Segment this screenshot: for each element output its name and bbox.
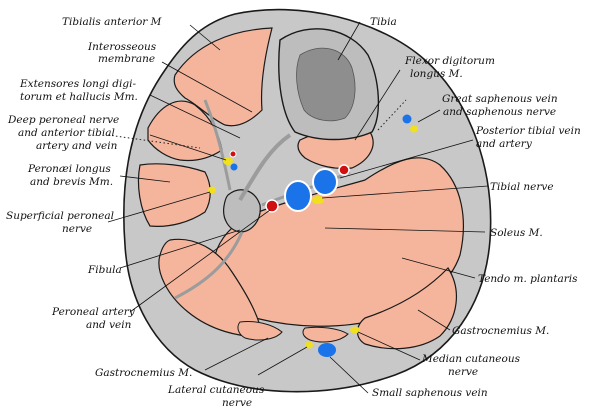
label-gastrocnemius-left: Gastrocnemius M. (95, 367, 192, 379)
label-tibia: Tibia (370, 16, 397, 28)
leader-tibia (337, 21, 361, 61)
leader-soleus (324, 227, 486, 233)
label-deep-peroneal-2: and anterior tibial (18, 127, 115, 139)
label-superficial-peroneal-1: Superficial peroneal (6, 210, 114, 222)
label-lateral-cutaneous-2: nerve (222, 397, 252, 409)
label-superficial-peroneal-2: nerve (62, 223, 92, 235)
label-posterior-tibial-1: Posterior tibial vein (475, 125, 581, 137)
label-tibialis-anterior: Tibialis anterior M (62, 16, 162, 28)
posterior-tibial-artery (338, 164, 350, 176)
label-lateral-cutaneous-1: Lateral cutaneous (167, 384, 265, 396)
median-cutaneous-nerve-dot (350, 326, 360, 334)
labels: Tibialis anterior M Interosseous membran… (6, 16, 581, 409)
label-peroneal-artery-1: Peroneal artery (51, 306, 136, 318)
leader-gastro-left (204, 337, 269, 371)
label-extensores-2: torum et hallucis Mm. (20, 91, 138, 103)
leader-gastro-right (417, 309, 451, 331)
gastrocnemius-small-right (302, 326, 349, 343)
gastrocnemius-medial-muscle (356, 267, 457, 350)
great-saphenous-vein (402, 114, 412, 124)
label-great-saphenous-2: and saphenous nerve (443, 106, 556, 118)
label-posterior-tibial-2: and artery (476, 138, 533, 150)
posterior-septum (174, 231, 244, 300)
label-tibial-nerve: Tibial nerve (490, 181, 554, 193)
anterior-tibial-artery (229, 150, 237, 158)
leader-great-saph (417, 109, 441, 123)
posterior-tibial-vein-1 (284, 180, 312, 212)
tibial-nerve-dot (312, 196, 324, 204)
leader-small-saph (329, 356, 369, 394)
leader-superficial (107, 191, 211, 223)
peronaei-muscles (137, 163, 211, 227)
label-flexor-1: Flexor digitorum (404, 55, 495, 67)
anterior-tibial-vein (230, 163, 238, 171)
label-extensores-1: Extensores longi digi- (19, 78, 136, 90)
small-saphenous-vein (318, 343, 336, 357)
label-tendo: Tendo m. plantaris (478, 273, 578, 285)
leader-fibula (119, 229, 241, 269)
leader-tibialis (189, 24, 221, 51)
label-peroneal-artery-2: and vein (86, 319, 132, 331)
leader-lines (107, 21, 489, 394)
dotted-section-line-left (107, 134, 201, 149)
label-deep-peroneal-3: artery and vein (36, 140, 118, 152)
dotted-section-line-right (377, 99, 407, 131)
label-fibula: Fibula (87, 264, 122, 276)
leader-peronaei (119, 175, 171, 183)
leader-lateral-cut (257, 346, 308, 376)
tibia-marrow (296, 47, 356, 122)
peroneal-artery (265, 199, 279, 213)
label-median-cutaneous-2: nerve (448, 366, 478, 378)
superficial-peroneal-nerve-dot (208, 186, 216, 194)
label-great-saphenous-1: Great saphenous vein (442, 93, 558, 105)
saphenous-nerve-dot (410, 125, 418, 133)
leader-flexor (354, 69, 401, 141)
label-median-cutaneous-1: Median cutaneous (421, 353, 521, 365)
label-small-saphenous: Small saphenous vein (372, 387, 488, 399)
label-interosseous-2: membrane (98, 53, 155, 65)
leader-deep-peroneal (149, 134, 227, 161)
label-peronaei-2: and brevis Mm. (30, 176, 113, 188)
leader-peroneal-artery (129, 209, 271, 313)
posterior-tibial-vein-2 (312, 168, 338, 196)
tibialis-anterior-muscle (173, 27, 273, 127)
interosseous-membrane (238, 133, 292, 202)
anterior-septum (203, 99, 232, 191)
leader-interosseous (161, 61, 253, 113)
leader-tendo (401, 257, 476, 279)
label-gastrocnemius-right: Gastrocnemius M. (452, 325, 549, 337)
label-soleus: Soleus M. (490, 227, 543, 239)
leader-tibial-nerve (321, 185, 489, 199)
deep-peroneal-nerve-dot (223, 157, 233, 165)
label-peronaei-1: Peronæi longus (27, 163, 111, 175)
leader-extensores (149, 94, 241, 139)
leader-post-tibial (339, 139, 474, 179)
label-flexor-2: longus M. (410, 68, 463, 80)
lateral-cutaneous-nerve-dot (305, 341, 313, 349)
label-interosseous-1: Interosseous (87, 41, 157, 53)
label-deep-peroneal-1: Deep peroneal nerve (7, 114, 119, 126)
leader-median-cut (357, 331, 421, 361)
